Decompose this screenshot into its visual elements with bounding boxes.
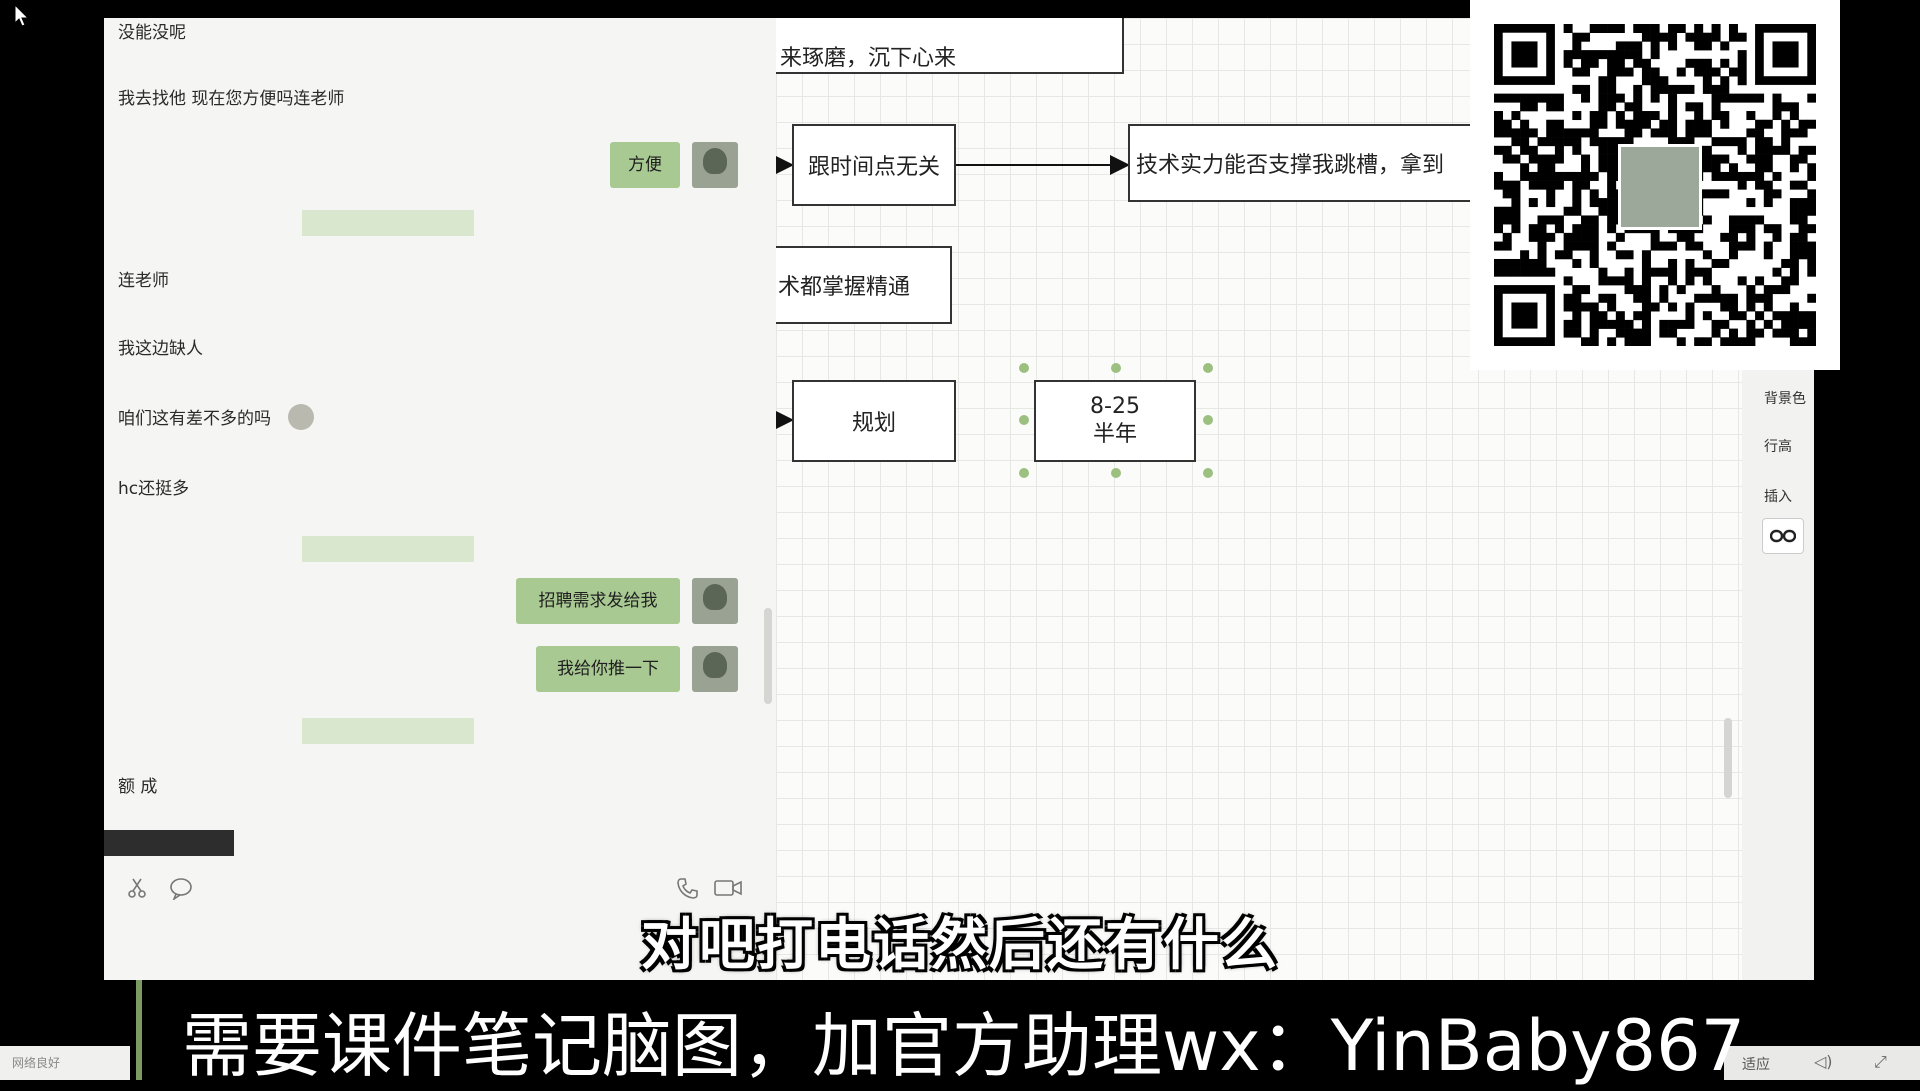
diagram-connectors — [776, 155, 1130, 430]
chat-message: 我去找他 现在您方便吗连老师 — [118, 89, 345, 109]
chat-message: 我这边缺人 — [118, 339, 203, 359]
taskbar-right: 适应 ◁) ⤢ — [1724, 1046, 1920, 1080]
emoji-icon — [288, 404, 314, 430]
avatar[interactable] — [692, 646, 738, 692]
timestamp — [302, 210, 474, 236]
diagram-node[interactable]: 来琢磨，沉下心来 — [776, 18, 1124, 74]
resize-handle[interactable] — [1111, 363, 1121, 373]
resize-handle[interactable] — [1203, 468, 1213, 478]
chat-scrollbar[interactable] — [764, 608, 772, 704]
node-line: 8-25 — [1090, 394, 1140, 419]
chat-message: 咱们这有差不多的吗 — [118, 409, 271, 429]
diagram-node[interactable]: 规划 — [792, 380, 956, 462]
scissors-icon[interactable] — [126, 876, 150, 900]
network-status: 网络良好 — [12, 1056, 61, 1070]
diagram-node[interactable]: 术都掌握精通 — [776, 246, 952, 324]
fullscreen-icon[interactable]: ⤢ — [1874, 1052, 1887, 1071]
taskbar-left: 网络良好 — [0, 1046, 130, 1080]
mouse-cursor-icon — [14, 4, 30, 27]
resize-handle[interactable] — [1019, 363, 1029, 373]
diagram-node-selected[interactable]: 8-25 半年 — [1034, 380, 1196, 462]
qr-code — [1494, 24, 1816, 346]
chat-message: 连老师 — [118, 271, 169, 291]
timestamp — [302, 536, 474, 562]
resize-handle[interactable] — [1019, 415, 1029, 425]
chat-bubble-self: 我给你推一下 — [536, 646, 680, 692]
promo-banner: 需要课件笔记脑图，加官方助理wx：YinBaby867 — [136, 980, 1745, 1087]
chat-bubble-self: 方便 — [610, 142, 680, 188]
chat-message: 额 成 — [118, 777, 158, 797]
node-line: 半年 — [1092, 422, 1137, 447]
timestamp — [302, 718, 474, 744]
avatar[interactable] — [692, 142, 738, 188]
resize-handle[interactable] — [1019, 468, 1029, 478]
link-icon[interactable] — [1762, 518, 1804, 554]
chat-message: hc还挺多 — [118, 479, 190, 499]
properties-panel: 背景色 行高 插入 — [1742, 360, 1814, 980]
resize-handle[interactable] — [1203, 415, 1213, 425]
chat-bubble-self: 招聘需求发给我 — [516, 578, 680, 624]
resize-handle[interactable] — [1203, 363, 1213, 373]
video-call-icon[interactable] — [714, 878, 742, 898]
chat-bubble-icon[interactable] — [168, 876, 194, 900]
qr-code-panel — [1470, 0, 1840, 370]
video-subtitle: 对吧打电话然后还有什么 — [641, 913, 1279, 978]
qr-avatar — [1618, 144, 1702, 230]
prop-insert: 插入 — [1764, 489, 1792, 505]
chat-message: 没能没呢 — [118, 23, 186, 43]
canvas-scrollbar[interactable] — [1724, 718, 1732, 798]
diagram-node[interactable]: 跟时间点无关 — [792, 124, 956, 206]
prop-line-height[interactable]: 行高 — [1764, 439, 1792, 455]
volume-icon[interactable]: ◁) — [1814, 1052, 1833, 1071]
resize-handle[interactable] — [1111, 468, 1121, 478]
redacted-bar — [104, 830, 234, 856]
chat-panel: 没能没呢 我去找他 现在您方便吗连老师 方便 连老师 我这边缺人 咱们这有差不多… — [104, 18, 776, 980]
avatar[interactable] — [692, 578, 738, 624]
prop-background-color[interactable]: 背景色 — [1764, 391, 1806, 407]
banner-text: 需要课件笔记脑图，加官方助理wx：YinBaby867 — [182, 1005, 1746, 1087]
phone-icon[interactable] — [676, 876, 700, 900]
fit-button[interactable]: 适应 — [1742, 1057, 1770, 1073]
